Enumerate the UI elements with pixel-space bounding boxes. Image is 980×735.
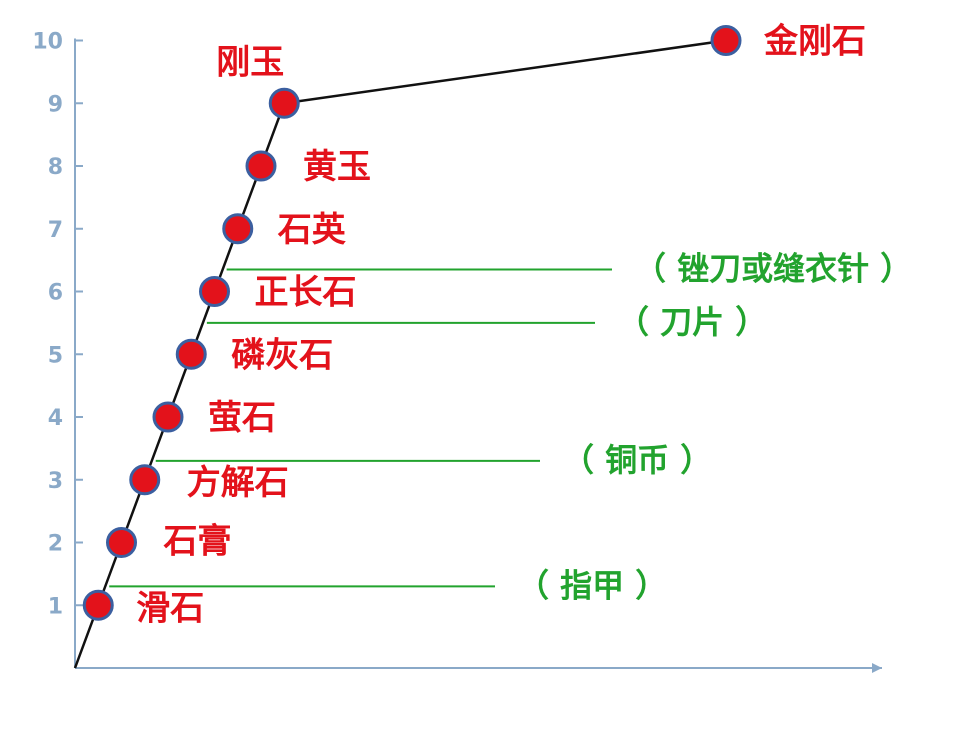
- axes: 1 2 3 4 5 6 7 8 9 10: [32, 30, 882, 673]
- data-point: [106, 527, 137, 559]
- y-tick-label: 5: [48, 343, 63, 368]
- y-tick-label: 10: [32, 30, 63, 55]
- y-tick-label: 9: [48, 92, 63, 117]
- y-tick-label: 8: [48, 155, 63, 180]
- reference-label: （ 指甲 ）: [517, 566, 667, 604]
- mineral-label: 刚玉: [216, 42, 284, 82]
- y-tick-label: 4: [48, 406, 63, 431]
- mineral-label: 磷灰石: [231, 335, 333, 375]
- data-point: [245, 150, 277, 182]
- mineral-label: 正长石: [255, 273, 357, 313]
- y-tick-label: 3: [48, 469, 63, 494]
- reference-lines: [109, 268, 612, 588]
- x-axis-arrow: [872, 663, 882, 673]
- data-point: [152, 401, 184, 433]
- labels: （ 指甲 ） （ 铜币 ） （ 刀片 ） （ 锉刀或缝衣针 ） 滑石 石膏 方解石 萤石 磷灰石…: [136, 22, 912, 629]
- y-tick-label: 6: [48, 281, 63, 306]
- reference-label: （ 刀片 ）: [617, 303, 767, 341]
- data-point: [175, 338, 207, 370]
- mineral-label: 石膏: [163, 522, 232, 562]
- mineral-label: 金刚石: [763, 22, 866, 62]
- y-tick-label: 1: [48, 594, 63, 619]
- data-point: [129, 464, 161, 496]
- mineral-label: 萤石: [208, 398, 276, 438]
- series: [73, 25, 742, 669]
- mineral-label: 方解石: [187, 463, 289, 503]
- data-point: [82, 589, 114, 621]
- data-point: [268, 87, 300, 119]
- mineral-label: 滑石: [136, 588, 204, 628]
- reference-label: （ 锉刀或缝衣针 ）: [634, 250, 912, 288]
- data-point: [199, 276, 230, 308]
- reference-label: （ 铜币 ）: [562, 441, 712, 479]
- data-point: [710, 25, 742, 57]
- data-point: [222, 213, 254, 245]
- y-tick-label: 2: [48, 532, 63, 557]
- mineral-label: 石英: [277, 210, 347, 250]
- mineral-label: 黄玉: [303, 147, 371, 187]
- y-tick-label: 7: [48, 218, 63, 243]
